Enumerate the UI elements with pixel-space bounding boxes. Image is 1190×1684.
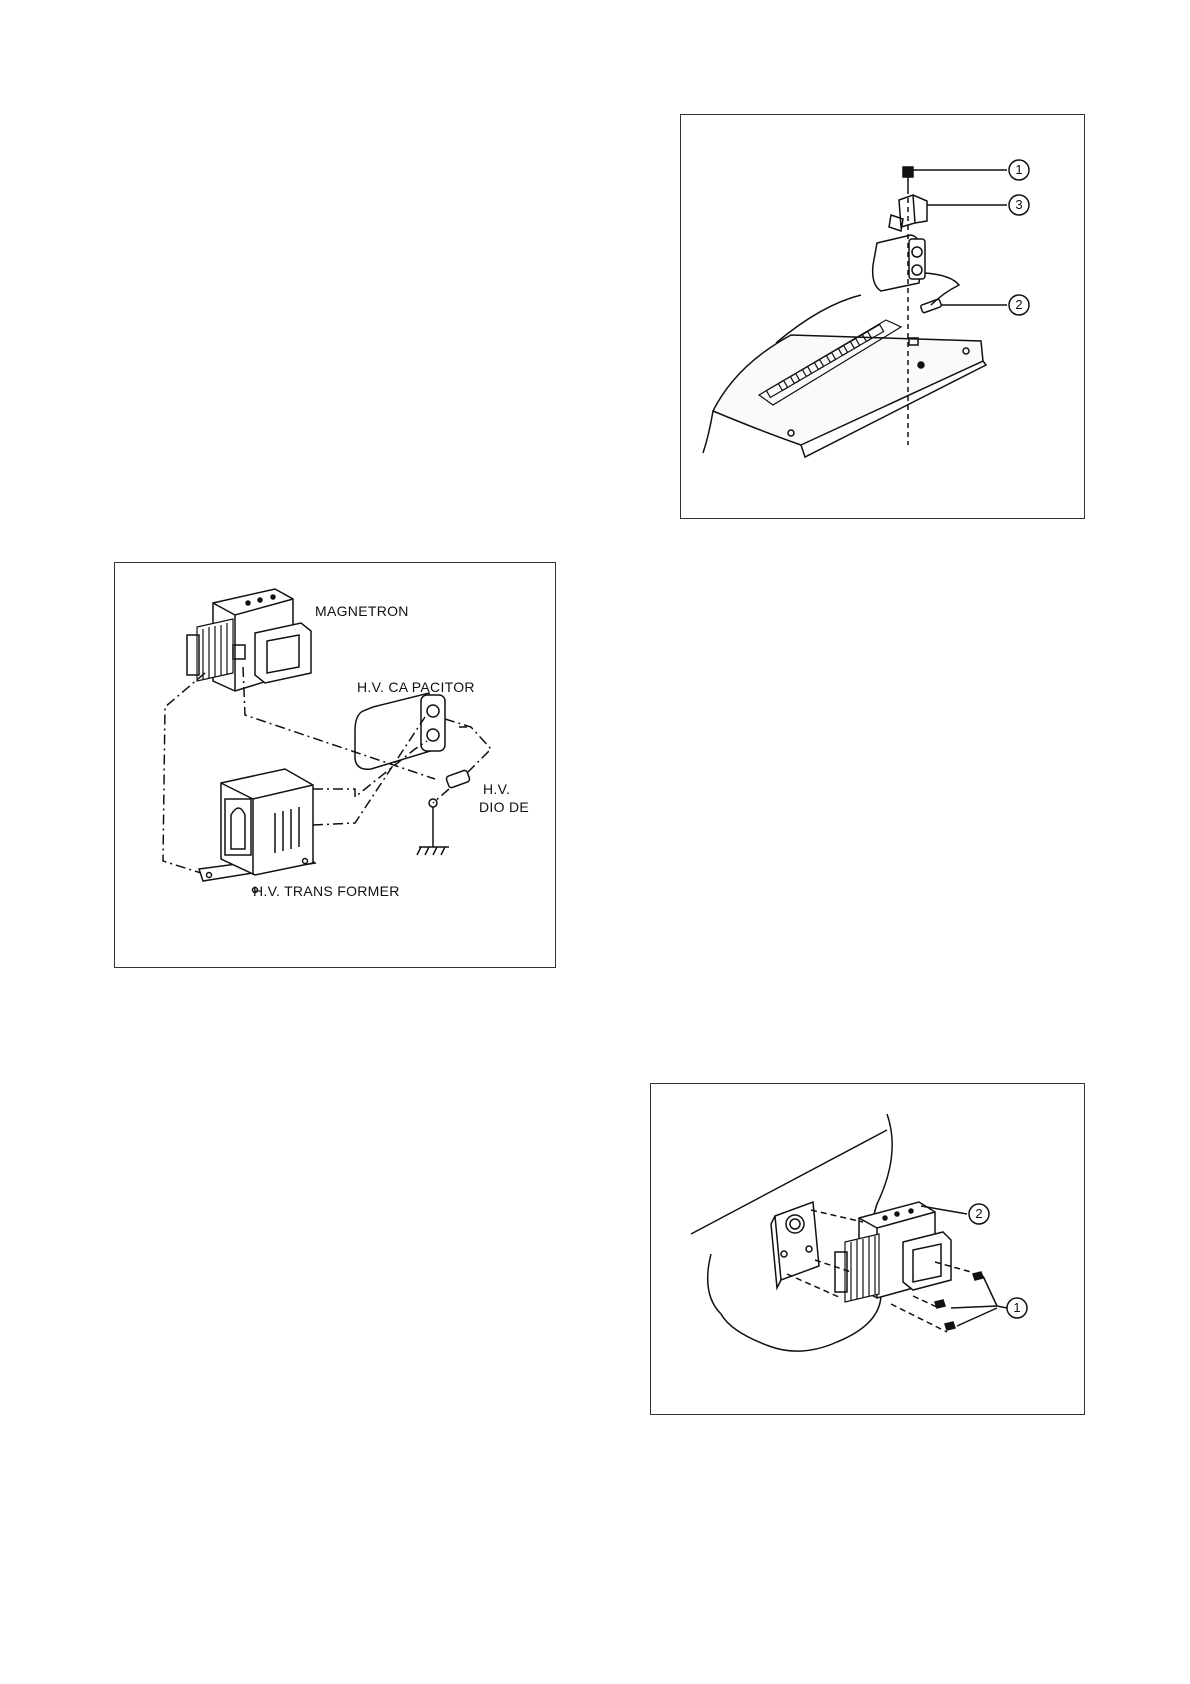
- label-hv-diode-1: H.V.: [483, 781, 510, 797]
- callout-bracket: 3: [1008, 194, 1030, 216]
- label-magnetron: MAGNETRON: [315, 603, 409, 619]
- wiring-diagram: MAGNETRON H.V. CA PACITOR H.V. DIO DE H.…: [114, 562, 556, 968]
- label-hv-transformer: H.V. TRANS FORMER: [253, 883, 400, 899]
- magnetron-mounting-diagram: 2 1: [650, 1083, 1085, 1415]
- label-hv-diode-2: DIO DE: [479, 799, 529, 815]
- magnetron-mounting-drawing: [651, 1084, 1086, 1416]
- wiring-drawing: [115, 563, 557, 969]
- callout-diode: 2: [1008, 294, 1030, 316]
- capacitor-mounting-diagram: 1 3 2: [680, 114, 1085, 519]
- callout-screw: 1: [1008, 159, 1030, 181]
- label-hv-capacitor: H.V. CA PACITOR: [357, 679, 475, 695]
- callout-screws: 1: [1006, 1297, 1028, 1319]
- callout-magnetron: 2: [968, 1203, 990, 1225]
